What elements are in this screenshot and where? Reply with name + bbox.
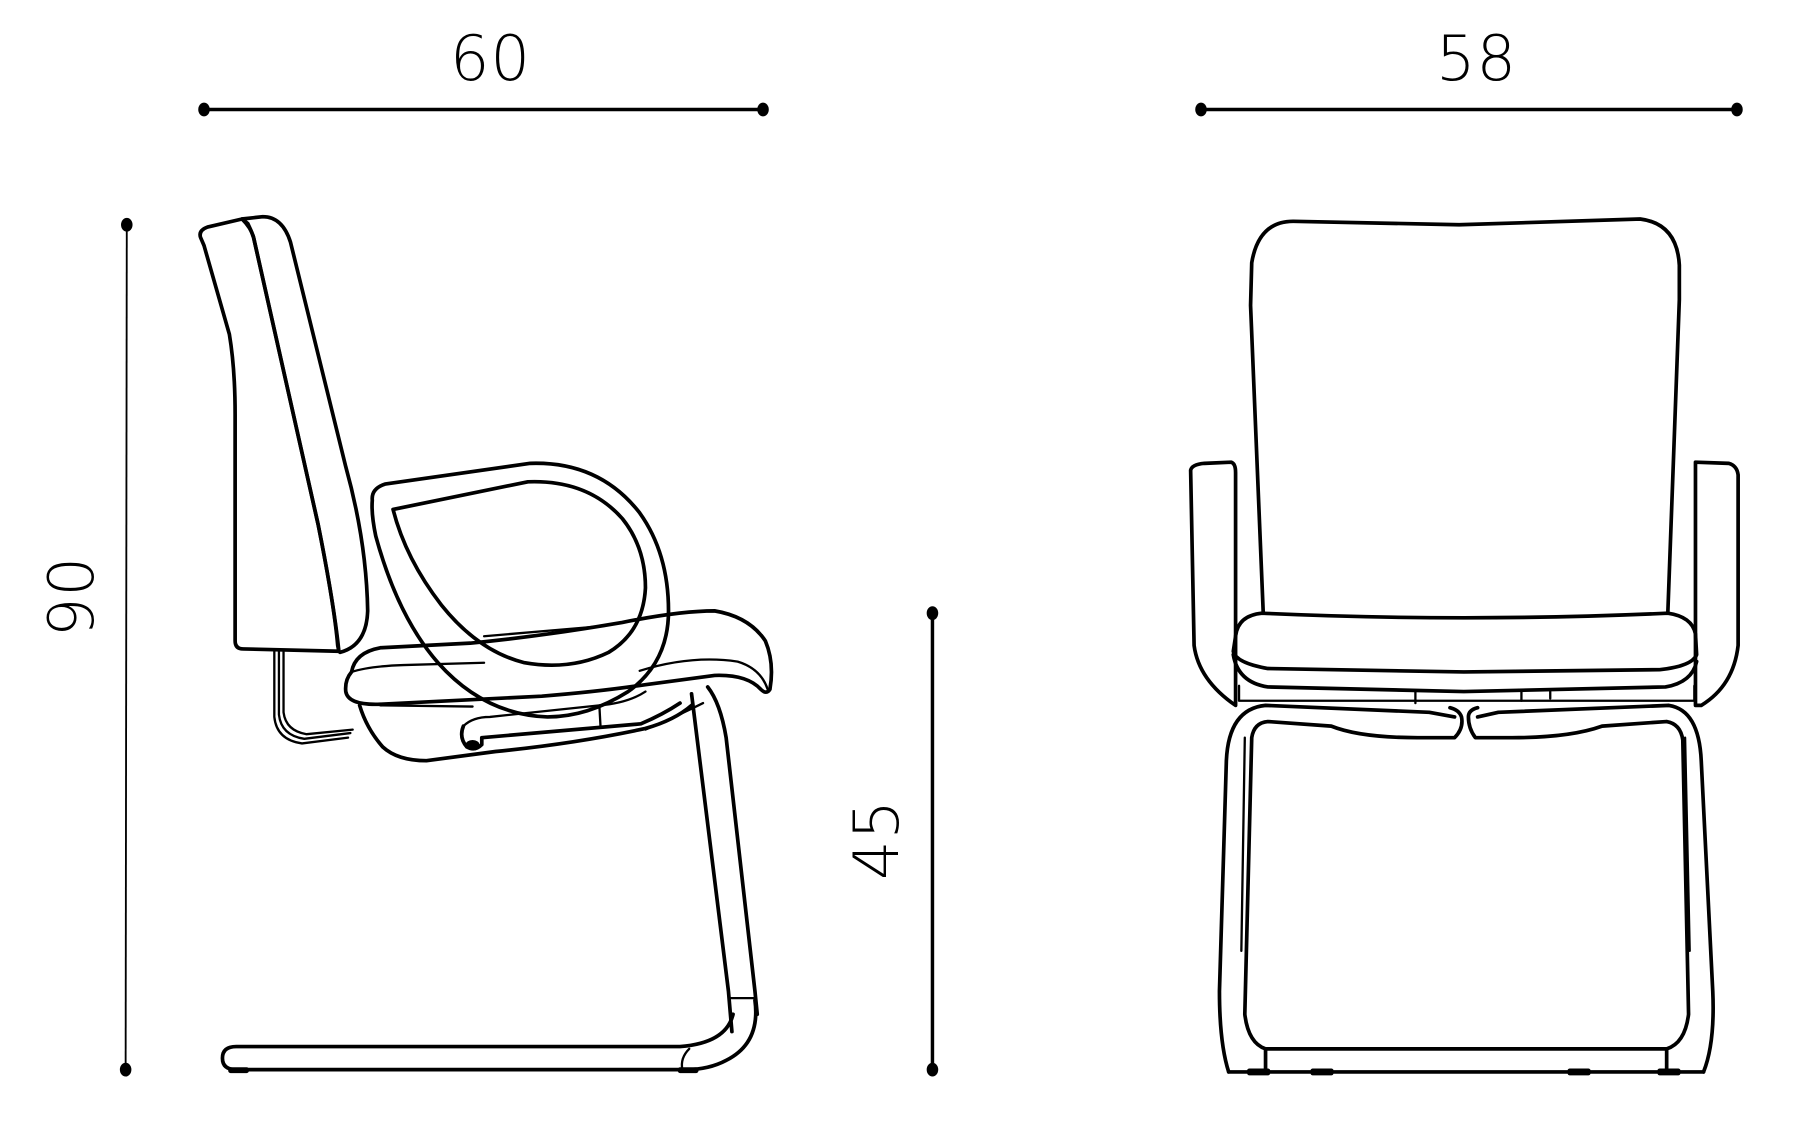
back-bracket xyxy=(273,650,350,745)
front-view-chair xyxy=(1188,217,1740,1076)
dimension-line-width xyxy=(1195,102,1743,117)
front-armrest-left xyxy=(1188,460,1238,708)
dimension-line-seat-height xyxy=(926,606,939,1077)
sled-base xyxy=(220,998,758,1072)
armrest-loop-outer xyxy=(370,461,671,719)
seat-cushion xyxy=(343,609,774,707)
side-view-chair xyxy=(198,214,774,1074)
front-seat-cushion xyxy=(1231,611,1699,674)
dimension-label-width: 58 xyxy=(1436,22,1517,95)
dimension-label-seat-height: 45 xyxy=(840,799,913,880)
dimension-label-height: 90 xyxy=(35,556,108,637)
dimension-label-depth: 60 xyxy=(450,22,531,95)
armrest-loop-inner xyxy=(391,479,648,668)
backrest-cushion xyxy=(240,214,370,655)
front-frame-inner xyxy=(1242,705,1691,1051)
backrest-rear xyxy=(198,217,341,654)
dimension-line-height xyxy=(119,217,133,1077)
front-backrest xyxy=(1248,217,1682,616)
front-frame-outer xyxy=(1217,703,1715,1074)
dimension-line-depth xyxy=(198,102,769,117)
front-base-bar xyxy=(1226,1047,1706,1074)
front-armrest-right xyxy=(1693,460,1740,708)
